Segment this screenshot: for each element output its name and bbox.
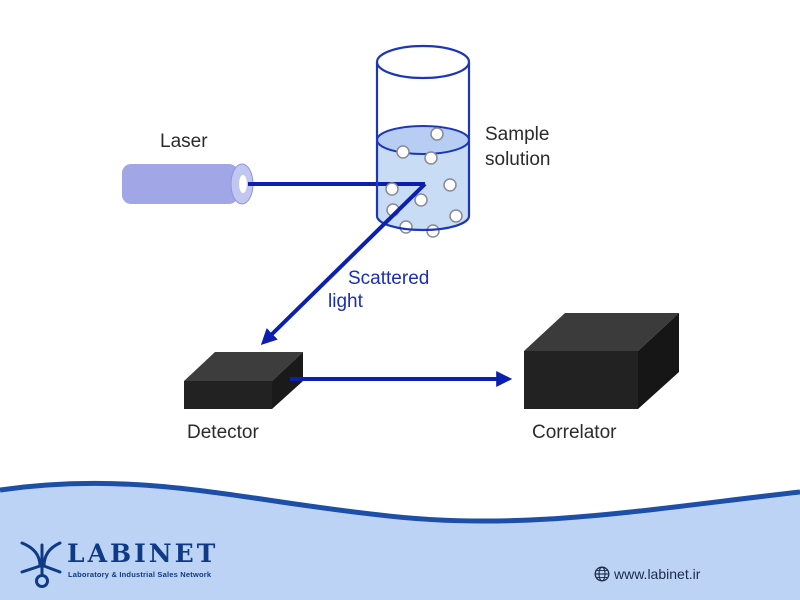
globe-icon — [594, 566, 610, 582]
correlator-label: Correlator — [532, 422, 617, 443]
laser-source — [122, 163, 254, 205]
correlator-box — [524, 313, 679, 409]
website-link[interactable]: www.labinet.ir — [594, 566, 700, 582]
website-text[interactable]: www.labinet.ir — [614, 566, 701, 582]
brand-tagline: Laboratory & Industrial Sales Network — [68, 570, 212, 579]
labinet-logo-mark — [20, 541, 62, 588]
scattered-light-arrow — [260, 182, 427, 346]
particles — [385, 127, 463, 238]
scattered-label-line2: light — [328, 291, 363, 312]
detector-label: Detector — [187, 422, 259, 443]
detector-box — [184, 352, 303, 409]
brand-name: LABINET — [67, 539, 219, 568]
sample-label-line2: solution — [485, 149, 551, 170]
sample-label-line1: Sample — [485, 124, 550, 145]
scattered-label-line1: Scattered — [348, 268, 430, 289]
cylinder-outline — [375, 44, 471, 232]
laser-label: Laser — [160, 131, 208, 152]
